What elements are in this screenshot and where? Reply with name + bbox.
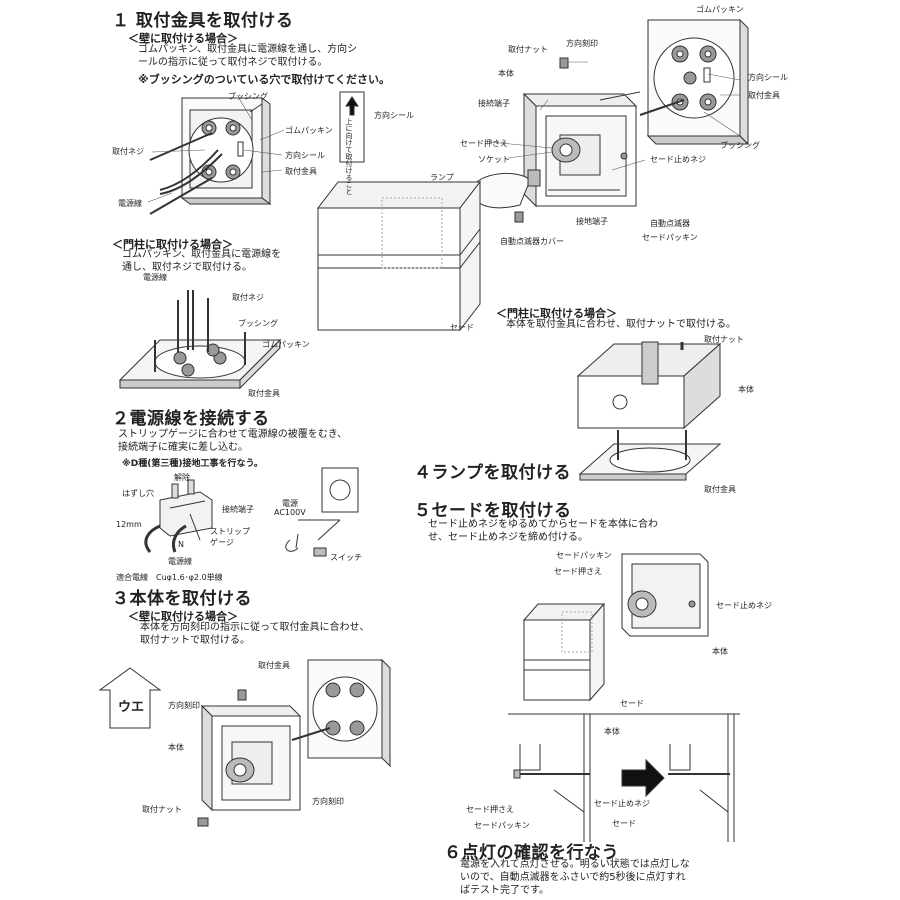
mid-label-bracket: 取付金具 xyxy=(704,485,736,494)
step1-title: １ 取付金具を取付ける xyxy=(112,11,294,31)
mid-label-nut: 取付ナット xyxy=(704,335,744,344)
s2-label-12mm: 12mm xyxy=(116,520,142,529)
pillar-label-rubber: ゴムパッキン xyxy=(262,340,310,349)
step5-line2: せ、セード止めネジを締め付ける。 xyxy=(428,532,588,543)
s5-label-body: 本体 xyxy=(712,647,728,656)
s5-diagram-stop: セード止めネジ xyxy=(594,799,650,808)
tr-label-auto-cover: 自動点滅器カバー xyxy=(500,237,564,246)
step2-line2: 接続端子に確実に差し込む。 xyxy=(118,442,248,453)
s2-label-spec: 適合電線 Cuφ1.6･φ2.0単線 xyxy=(116,573,223,582)
tr-label-terminal: 接続端子 xyxy=(478,99,510,108)
step1-pillar-line1: ゴムパッキン、取付金具に電源線を xyxy=(122,249,282,260)
tr-label-seal: 方向シール xyxy=(748,73,788,82)
step1-wall-heading: ＜壁に取付ける場合＞ xyxy=(128,32,238,45)
step5-drawing xyxy=(522,553,709,702)
seal-box-label: 方向シール xyxy=(374,111,414,120)
s5-diagram-packing: セードパッキン xyxy=(474,821,530,830)
step1-note: ※ブッシングのついている穴で取付けてください。 xyxy=(138,73,391,86)
tr-label-packing: セードパッキン xyxy=(642,233,698,242)
mid-label-shade: セード xyxy=(450,323,474,332)
up-arrow-shape xyxy=(98,667,162,729)
tr-label-body: 本体 xyxy=(498,69,514,78)
s2-label-hole: はずし穴 xyxy=(122,489,154,498)
step3-line2: 取付ナットで取付ける。 xyxy=(140,635,250,646)
seal-inner-text: 上に向けて取付けること xyxy=(345,118,353,195)
tr-label-nut: 取付ナット xyxy=(508,45,548,54)
step6-title: ６点灯の確認を行なう xyxy=(444,843,619,863)
s2-label-wire: 電源線 xyxy=(168,557,192,566)
step4-title: ４ランプを取付ける xyxy=(414,463,571,483)
step5-line1: セード止めネジをゆるめてからセードを本体に合わ xyxy=(428,519,658,530)
step6-line3: ばテスト完了です。 xyxy=(460,885,549,896)
up-arrow-text: ウエ xyxy=(118,700,145,715)
step3-title: ３本体を取付ける xyxy=(112,589,252,609)
s5-diagram-press: セード押さえ xyxy=(466,805,514,814)
step1-pillar-heading: ＜門柱に取付ける場合＞ xyxy=(112,238,233,251)
s5-diagram-body: 本体 xyxy=(604,727,620,736)
tr-label-bushing: ブッシング xyxy=(720,141,760,150)
step1-wall-line1: ゴムパッキン、取付金具に電源線を通し、方向シ xyxy=(138,44,358,55)
s2-label-release: 解除 xyxy=(174,473,190,482)
step2-note: ※D種(第三種)接地工事を行なう。 xyxy=(122,459,263,469)
s5-label-stop: セード止めネジ xyxy=(716,601,772,610)
s2-label-n: N xyxy=(178,540,184,549)
s2-label-power: 電源 xyxy=(282,499,298,508)
step3-body-drawing xyxy=(197,658,391,827)
wall-bracket-drawing xyxy=(149,97,272,215)
s2-label-strip: ストリップ xyxy=(210,527,250,536)
step5-title: ５セードを取付ける xyxy=(414,501,572,521)
s2-label-switch: スイッチ xyxy=(330,553,362,562)
wiring-drawing xyxy=(144,467,359,557)
tr-label-ground: 接地端子 xyxy=(576,217,608,226)
s5-label-press: セード押さえ xyxy=(554,567,602,576)
s2-label-ac: AC100V xyxy=(274,508,306,517)
label-bracket: 取付金具 xyxy=(285,167,317,176)
step3-line1: 本体を方向刻印の指示に従って取付金具に合わせ、 xyxy=(140,622,370,633)
step3-wall-heading: ＜壁に取付ける場合＞ xyxy=(128,610,238,623)
label-rubber-packing: ゴムパッキン xyxy=(285,126,333,135)
tr-label-stop-screw: セード止めネジ xyxy=(650,155,706,164)
shade-cube-drawing xyxy=(316,180,482,332)
s2-label-terminal: 接続端子 xyxy=(222,505,254,514)
s3-label-kokuin: 方向刻印 xyxy=(168,701,200,710)
label-bushing: ブッシング xyxy=(228,92,268,101)
step1-pillar-line2: 通し、取付ネジで取付ける。 xyxy=(122,262,252,273)
tr-label-auto: 自動点滅器 xyxy=(650,219,690,228)
pillar-label-screw: 取付ネジ xyxy=(232,293,264,302)
step6-line1: 電源を入れて点灯させる。明るい状態では点灯しな xyxy=(460,859,690,870)
step1-wall-line2: ールの指示に従って取付ネジで取付ける。 xyxy=(138,57,328,68)
pillar-bracket-drawing xyxy=(118,290,282,390)
mid-pillar-heading: ＜門柱に取付ける場合＞ xyxy=(496,307,617,320)
s3-label-body: 本体 xyxy=(168,743,184,752)
bracket-plate-drawing xyxy=(599,18,750,146)
label-screw: 取付ネジ xyxy=(112,147,144,156)
tr-label-bracket: 取付金具 xyxy=(748,91,780,100)
s5-label-packing: セードパッキン xyxy=(556,551,612,560)
step2-line1: ストリップゲージに合わせて電源線の被覆をむき、 xyxy=(118,429,348,440)
step6-line2: いので、自動点滅器をふさいで約5秒後に点灯すれ xyxy=(460,872,686,883)
tr-label-shade-press: セード押さえ xyxy=(460,139,508,148)
s3-label-kokuin2: 方向刻印 xyxy=(312,797,344,806)
label-direction-seal: 方向シール xyxy=(285,151,325,160)
s3-label-bracket: 取付金具 xyxy=(258,661,290,670)
tr-label-lamp: ランプ xyxy=(430,173,454,182)
tr-label-kokuin: 方向刻印 xyxy=(566,39,598,48)
pillar-label-wire: 電源線 xyxy=(143,273,167,282)
pillar-label-bushing: ブッシング xyxy=(238,319,278,328)
tr-label-rubber: ゴムパッキン xyxy=(696,5,744,14)
pillar-label-bracket: 取付金具 xyxy=(248,389,280,398)
label-power-wire: 電源線 xyxy=(118,199,142,208)
s5-label-shade: セード xyxy=(620,699,644,708)
mid-pillar-line: 本体を取付金具に合わせ、取付ナットで取付ける。 xyxy=(506,319,736,330)
s3-label-nut: 取付ナット xyxy=(142,805,182,814)
step2-title: ２電源線を接続する xyxy=(112,409,270,429)
exploded-body-drawing xyxy=(469,57,638,223)
mid-label-body: 本体 xyxy=(738,385,754,394)
cross-section-drawing xyxy=(508,713,740,842)
pillar-body-drawing xyxy=(576,341,722,481)
tr-label-socket: ソケット xyxy=(478,155,510,164)
s2-label-gauge: ゲージ xyxy=(210,538,234,547)
s5-diagram-shade: セード xyxy=(612,819,636,828)
